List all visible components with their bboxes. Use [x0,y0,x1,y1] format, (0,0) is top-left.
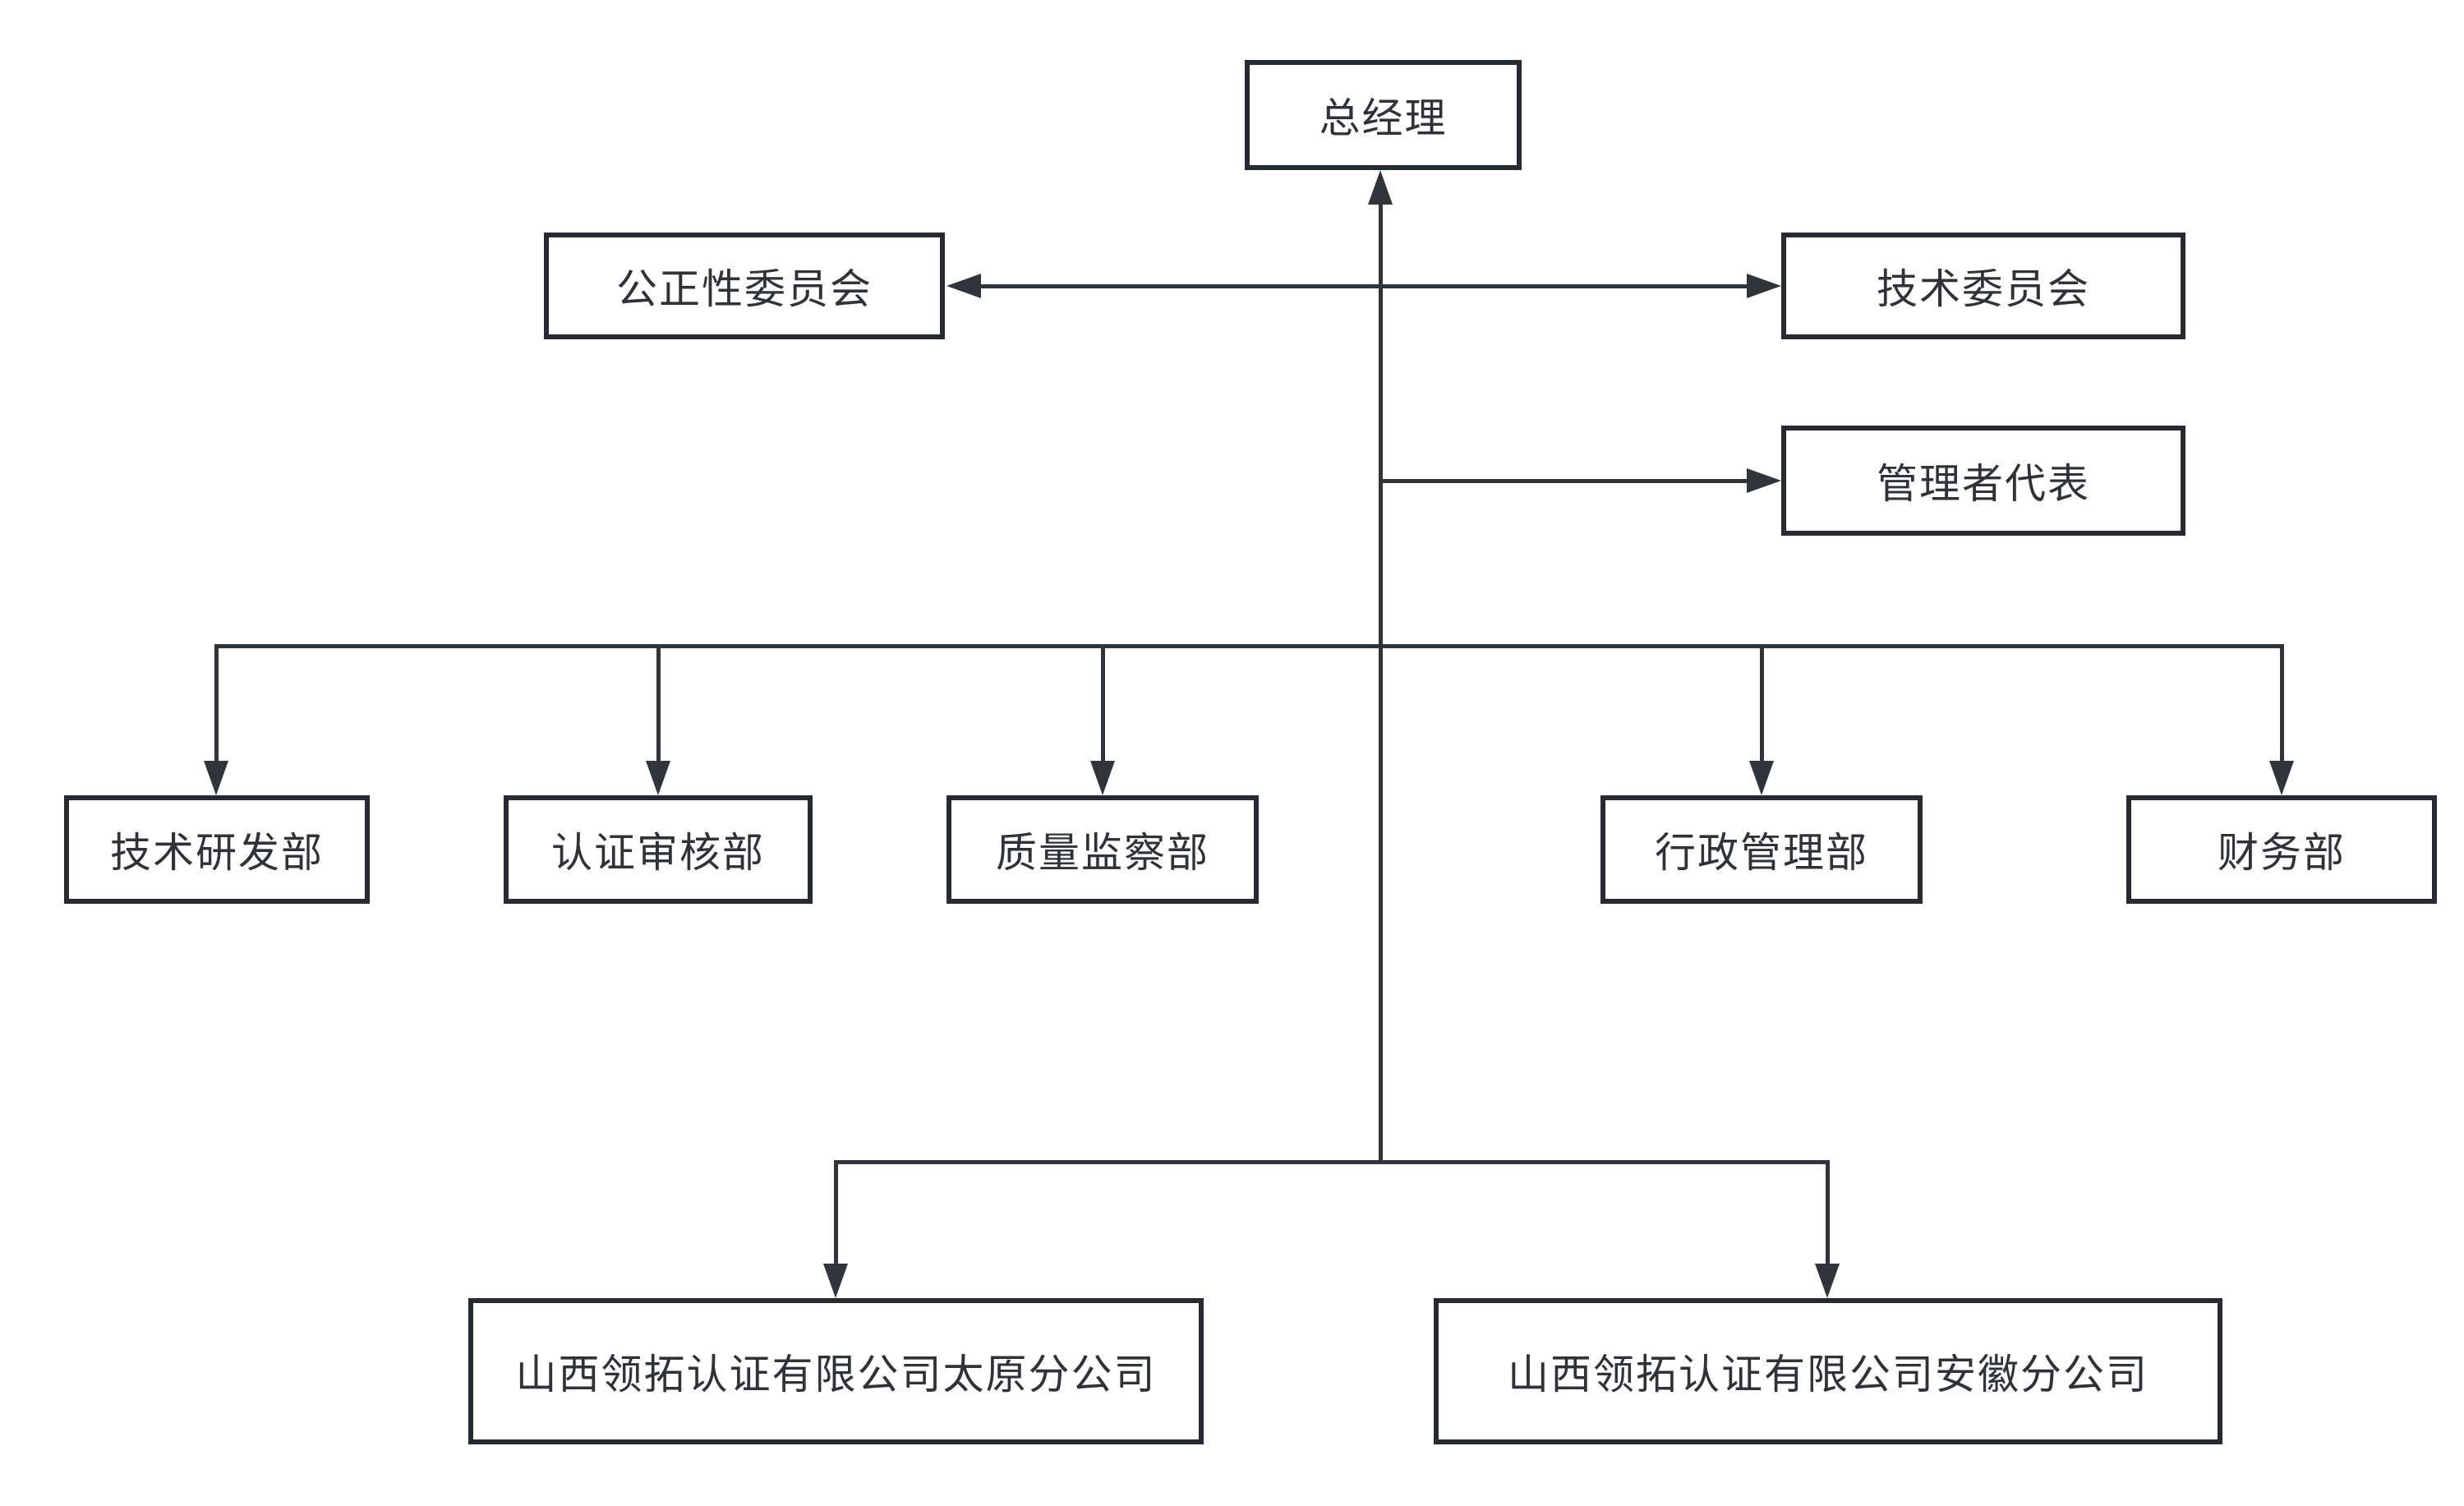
arrow-down-icon [1090,761,1115,795]
node-general-manager: 总经理 [1245,60,1522,170]
arrow-right-icon [1747,274,1781,298]
connector-main-spine [1379,200,1383,1164]
arrow-down-icon [1749,761,1774,795]
connector-drop-administration [1760,644,1764,762]
connector-drop-quality-supervision [1101,644,1105,762]
node-management-representative-label: 管理者代表 [1877,461,2090,507]
node-general-manager-label: 总经理 [1319,95,1448,141]
connector-committees [978,284,1748,288]
node-branch-taiyuan-label: 山西领拓认证有限公司太原分公司 [515,1352,1157,1398]
arrow-up-icon [1368,170,1393,205]
arrow-down-icon [646,761,670,795]
node-branch-anhui: 山西领拓认证有限公司安徽分公司 [1434,1298,2222,1444]
connector-departments-rail [214,644,2284,648]
arrow-down-icon [204,761,228,795]
arrow-left-icon [946,274,981,298]
node-department-quality-supervision: 质量监察部 [946,795,1259,904]
connector-management-representative [1379,479,1748,483]
node-department-finance-label: 财务部 [2218,830,2346,876]
arrow-down-icon [1815,1264,1840,1298]
connector-drop-taiyuan [834,1160,838,1265]
arrow-down-icon [2269,761,2294,795]
connector-branches-rail [834,1160,1830,1164]
node-technical-committee: 技术委员会 [1781,233,2185,339]
node-department-administration-label: 行政管理部 [1655,830,1868,876]
arrow-down-icon [823,1264,848,1298]
node-impartiality-committee-label: 公正性委员会 [616,266,873,312]
node-branch-anhui-label: 山西领拓认证有限公司安徽分公司 [1508,1352,2149,1398]
connector-drop-finance [2280,644,2284,762]
node-department-certification-audit: 认证审核部 [504,795,813,904]
node-technical-committee-label: 技术委员会 [1877,266,2090,312]
connector-drop-certification-audit [656,644,661,762]
node-management-representative: 管理者代表 [1781,426,2185,536]
arrow-right-icon [1747,468,1781,493]
node-department-administration: 行政管理部 [1600,795,1923,904]
node-branch-taiyuan: 山西领拓认证有限公司太原分公司 [468,1298,1204,1444]
node-department-certification-audit-label: 认证审核部 [551,830,765,876]
connector-drop-tech-rd [214,644,219,762]
node-department-tech-rd-label: 技术研发部 [110,830,324,876]
node-impartiality-committee: 公正性委员会 [544,233,945,339]
connector-drop-anhui [1826,1160,1830,1265]
node-department-tech-rd: 技术研发部 [64,795,370,904]
node-department-quality-supervision-label: 质量监察部 [996,830,1209,876]
node-department-finance: 财务部 [2126,795,2437,904]
